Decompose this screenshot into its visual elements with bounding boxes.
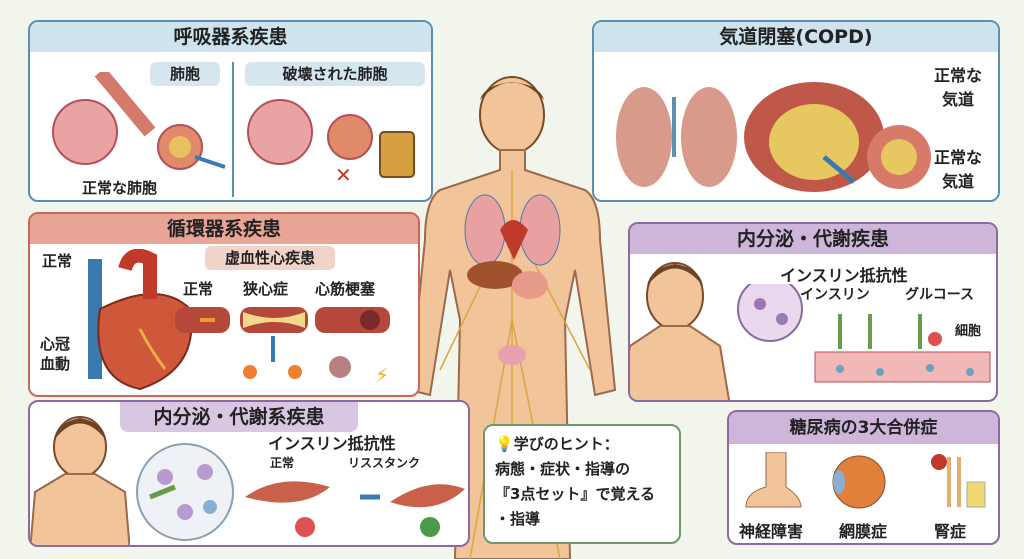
respiratory-title: 呼吸器系疾患 (30, 22, 431, 52)
coronary-artery-label: 心冠 血動 (40, 335, 71, 373)
normal-heart-label: 正常 (42, 252, 73, 270)
insulin-receptor-illustration (737, 284, 991, 383)
divider (232, 62, 234, 197)
respiratory-panel: 呼吸器系疾患 肺胞 破壊された肺胞 ✕ 正常な肺胞 (28, 20, 433, 202)
normal-muscle-label: 正常 (270, 456, 295, 470)
hint-line-3: ・指導 (495, 510, 541, 528)
copd-lungs-illustration (616, 82, 884, 192)
foot-icon (745, 452, 802, 508)
endocrine-left-title: 内分泌・代謝系疾患 (120, 402, 358, 432)
man-illustration-left (30, 416, 130, 545)
hint-title: 学びのヒント： (513, 435, 619, 453)
kidney-icon (931, 454, 986, 508)
copd-panel: 気道閉塞(COPD) 正常な 気道 正常な 気道 (592, 20, 1000, 202)
endocrine-left-panel: 内分泌・代謝系疾患 インスリン抵抗性 正常 リススタンク (28, 400, 470, 547)
glucose-label: グルコース (905, 287, 975, 303)
hint-line-2: 『3点セット』で覚える (495, 485, 655, 503)
lightbulb-icon: 💡 (495, 435, 514, 453)
eye-icon (832, 455, 886, 509)
endocrine-right-panel: 内分泌・代謝疾患 インスリン抵抗性 インスリン グルコース 細胞 (628, 222, 998, 402)
destroyed-alveoli-label: 破壊された肺胞 (245, 62, 425, 86)
insulin-resistance-left-label: インスリン抵抗性 (268, 434, 396, 453)
neuropathy-label: 神経障害 (739, 522, 804, 541)
destroyed-alveoli-illustration: ✕ (247, 99, 415, 187)
man-illustration (630, 262, 730, 400)
circulatory-title: 循環器系疾患 (30, 214, 418, 244)
insulin-label: インスリン (800, 287, 870, 303)
insulin-resistance-label: インスリン抵抗性 (780, 266, 908, 285)
stage-angina-label: 狭心症 (243, 280, 289, 298)
hint-line-1: 病態・症状・指導の (495, 460, 631, 478)
resistance-muscle-label: リススタンク (348, 456, 421, 470)
retinopathy-label: 網膜症 (839, 522, 888, 541)
cell-label: 細胞 (955, 324, 982, 339)
muscle-illustration (245, 481, 465, 537)
artery-stages-illustration: ⚡ (175, 307, 390, 387)
diabetes-title: 糖尿病の3大合併症 (729, 412, 998, 444)
heart-illustration (88, 249, 193, 391)
normal-airway-illustration (867, 125, 931, 189)
ischemic-heart-disease-label: 虚血性心疾患 (205, 246, 335, 270)
cell-magnified-illustration (136, 443, 234, 541)
stage-infarction-label: 心筋梗塞 (315, 280, 376, 298)
svg-text:⚡: ⚡ (375, 363, 389, 387)
learning-hint-box: 💡学びのヒント： 病態・症状・指導の 『3点セット』で覚える ・指導 (483, 424, 681, 544)
alveoli-illustration (52, 72, 226, 170)
normal-airway-label-1: 正常な 気道 (934, 66, 983, 109)
endocrine-right-title: 内分泌・代謝疾患 (630, 224, 996, 254)
normal-alveoli-label: 正常な肺胞 (82, 179, 158, 197)
nephropathy-label: 腎症 (934, 522, 967, 541)
copd-title: 気道閉塞(COPD) (594, 22, 998, 52)
alveoli-label: 肺胞 (150, 62, 220, 86)
diabetes-complications-panel: 糖尿病の3大合併症 神経障害 網膜症 腎症 (727, 410, 1000, 545)
normal-airway-label-2: 正常な 気道 (934, 148, 983, 191)
circulatory-panel: 循環器系疾患 正常 心冠 血動 虚血性心疾患 正常 狭心症 心筋梗塞 ⚡ (28, 212, 420, 397)
svg-text:✕: ✕ (335, 163, 352, 187)
stage-normal-label: 正常 (183, 280, 214, 298)
